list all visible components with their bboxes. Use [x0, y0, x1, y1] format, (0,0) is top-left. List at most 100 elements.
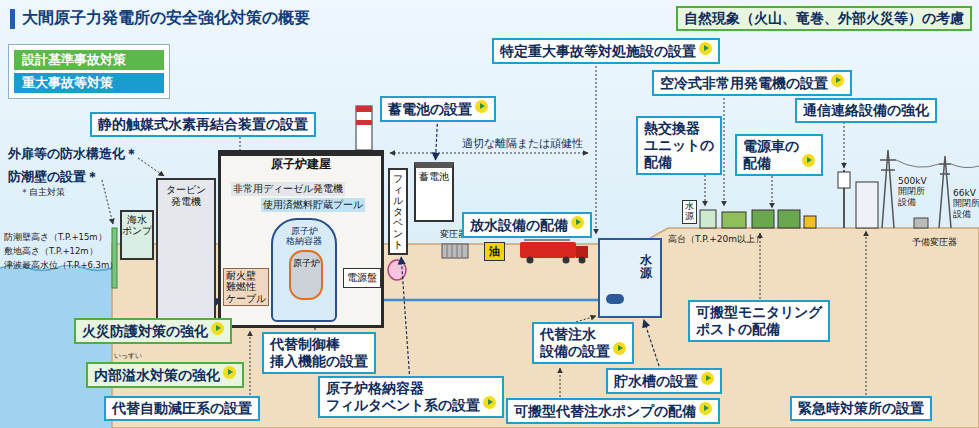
seawall: [112, 228, 117, 288]
label: 適切な離隔または頑健性: [462, 136, 583, 151]
node-text: 自然現象（火山、竜巻、外部火災等）の考慮: [684, 10, 964, 27]
node-text: 貯水槽の設置: [614, 373, 698, 390]
node-text: 非常用ディーゼル発電機: [233, 182, 343, 196]
fire-truck-part: [576, 246, 588, 258]
label: 防潮壁高さ（T.P.+15m）: [4, 232, 107, 244]
water-source: 水源: [682, 200, 697, 224]
label: ＊自主対策: [20, 186, 65, 199]
callout-box: 蓄電池の設置: [380, 96, 496, 122]
callout-box: 貯水槽の設置: [606, 368, 722, 394]
fire-truck-part: [520, 242, 576, 258]
node-text: 火災防護対策の強化: [82, 323, 208, 340]
arrow-icon: [699, 402, 712, 415]
node-text: 放水設備の配備: [470, 217, 568, 234]
hill-equipment-part: [856, 182, 878, 228]
leader-lines-part: [560, 368, 561, 397]
transmission-towers: [880, 150, 979, 228]
arrow-icon: [483, 396, 496, 409]
fire-truck-part: [579, 257, 586, 264]
legend-item: 重大事故等対策: [14, 73, 164, 93]
leader-arrow: [644, 320, 659, 366]
leader-arrow: [436, 124, 438, 160]
hill-equipment-part: [804, 216, 816, 228]
power-panel: 電源盤: [343, 268, 381, 288]
building-area: 非常用ディーゼル発電機: [231, 182, 345, 196]
hill-equipment-part: [700, 210, 716, 228]
legend-text: 設計基準事故対策: [14, 50, 164, 70]
title-bar-part: [10, 9, 15, 29]
arrow-icon: [831, 74, 844, 87]
transmission-towers-part: [896, 160, 979, 168]
arrow-icon: [571, 216, 584, 229]
diagram-title: 大間原子力発電所の安全強化対策の概要: [22, 8, 310, 29]
callout-box: 特定重大事故等対処施設の設置: [492, 38, 720, 64]
node-text: タービン 発電機: [166, 184, 206, 207]
label: 500kV 開閉所 設備: [898, 176, 927, 207]
node-text: 可搬型モニタリング ポストの配備: [696, 304, 822, 338]
callout-box: 火災防護対策の強化: [74, 318, 232, 344]
vent-vessel: [388, 260, 406, 280]
node-text: 原子炉 格納容器: [286, 226, 322, 247]
node-text: 原子炉: [291, 257, 321, 270]
callout-box: 可搬型代替注水ポンプの配備: [506, 398, 720, 424]
fire-truck-part: [527, 257, 534, 264]
transformer-icon: [442, 244, 468, 258]
node-text: フィルタベント: [393, 173, 403, 250]
callout-box: 緊急時対策所の設置: [790, 396, 932, 421]
fire-wall-box: 耐火壁難燃性 ケーブル: [223, 268, 269, 306]
hill-equipment-part: [914, 218, 928, 228]
legend-text: 重大事故等対策: [14, 73, 164, 93]
label: いっすい: [114, 351, 142, 361]
node-text: 海水 ポンプ: [122, 215, 152, 237]
filter-vent: フィルタベント: [388, 168, 408, 255]
node-text: 代替注水 設備の設置: [540, 326, 610, 360]
hill-equipment-part: [838, 172, 850, 188]
label: 津波最高水位（T.P.+6.3m）: [4, 260, 118, 272]
callout-box: 代替自動減圧系の設置: [104, 396, 260, 421]
leader-lines-part: [250, 331, 251, 395]
node-text: 緊急時対策所の設置: [798, 400, 924, 417]
callout-box: 静的触媒式水素再結合装置の設置: [90, 112, 316, 137]
label: 高台（T.P.+20m以上）: [668, 233, 764, 246]
water-pipe-part: [384, 299, 598, 302]
turbine-building: タービン 発電機: [156, 178, 216, 328]
node-text: 蓄電池: [416, 170, 452, 184]
leader-lines-part: [390, 153, 588, 154]
node-text: 電源盤: [347, 271, 377, 285]
node-text: 特定重大事故等対処施設の設置: [500, 43, 696, 60]
arrow-icon: [699, 42, 712, 55]
sky-and-ground-part: [0, 268, 112, 428]
node-text: 熱交換器 ユニットの 配備: [644, 120, 714, 171]
label: 66kV 開閉所 設備: [953, 188, 979, 219]
hill-equipment-part: [752, 210, 774, 228]
reactor-vessel: 原子炉: [289, 250, 323, 300]
node-text: 水源: [685, 202, 694, 222]
hill-equipment-part: [778, 210, 800, 228]
arrow-icon: [211, 322, 224, 335]
leader-lines-part: [772, 176, 773, 208]
leader-arrow: [401, 257, 409, 374]
callout-box: 可搬型モニタリング ポストの配備: [688, 300, 830, 342]
fire-truck: [520, 240, 588, 264]
leader-lines-part: [844, 122, 845, 168]
arrow-icon: [802, 154, 815, 167]
callout-box: 空冷式非常用発電機の設置: [652, 70, 852, 96]
node-text: 代替自動減圧系の設置: [112, 400, 252, 417]
label: 敷地高さ（T.P.+12m）: [4, 246, 98, 258]
leader-lines-part: [138, 158, 164, 176]
transformer-icon-part: [442, 244, 468, 258]
leader-lines-part: [596, 62, 597, 234]
arrow-icon: [701, 372, 714, 385]
callout-box: 電源車の 配備: [735, 134, 823, 176]
node-text: 使用済燃料貯蔵プール: [263, 198, 363, 212]
seawall-part: [112, 228, 117, 288]
reactor-building: 原子炉建屋非常用ディーゼル発電機使用済燃料貯蔵プール耐火壁難燃性 ケーブル原子炉…: [218, 150, 384, 328]
title-bar: [10, 9, 15, 29]
transmission-towers-part: [939, 156, 951, 228]
fire-truck-part: [524, 239, 570, 241]
leader-lines-part: [866, 231, 867, 395]
callout-box: 自然現象（火山、竜巻、外部火災等）の考慮: [676, 6, 972, 31]
